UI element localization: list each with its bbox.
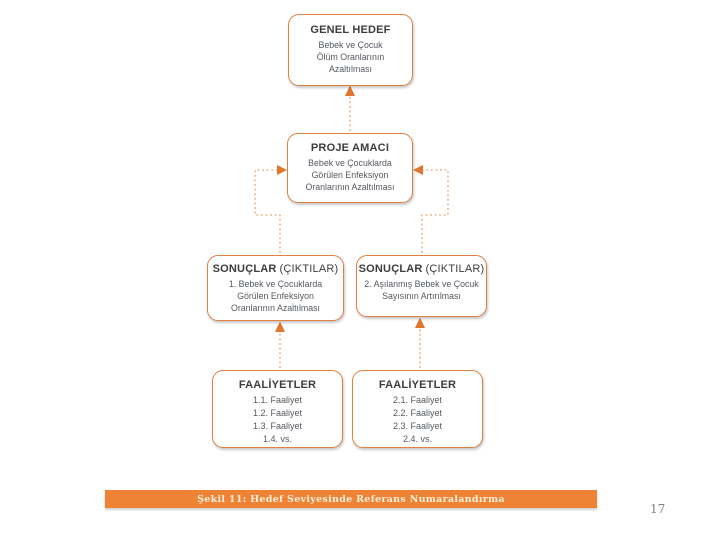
connector-proje-to-genel <box>345 85 355 131</box>
node-body: Bebek ve Çocuklarda Görülen Enfeksiyon O… <box>305 158 395 192</box>
activity-item: 1.4. vs. <box>262 434 292 444</box>
node-title: PROJE AMACI <box>310 142 390 154</box>
activity-item: 1.2. Faaliyet <box>252 408 303 418</box>
figure-caption: Şekil 11: Hedef Seviyesinde Referans Num… <box>197 493 505 505</box>
node-title: GENEL HEDEF <box>310 24 391 36</box>
node-sonuclar-ciktilar-1: SONUÇLAR(ÇIKTILAR) 1. Bebek ve Çocuklard… <box>207 255 344 321</box>
activity-item: 1.1. Faaliyet <box>252 395 303 405</box>
node-faaliyetler-2: FAALİYETLER 2.1. Faaliyet 2.2. Faaliyet … <box>352 370 483 448</box>
arrowhead-up-icon <box>275 321 285 332</box>
node-title: SONUÇLAR(ÇIKTILAR) <box>358 263 485 275</box>
node-faaliyetler-1: FAALİYETLER 1.1. Faaliyet 1.2. Faaliyet … <box>212 370 343 448</box>
arrowhead-up-icon <box>345 85 355 96</box>
node-title: FAALİYETLER <box>378 379 457 391</box>
activity-item: 2.2. Faaliyet <box>392 408 443 418</box>
activity-item: 1.3. Faaliyet <box>252 421 303 431</box>
activity-item: 2.3. Faaliyet <box>392 421 443 431</box>
arrowhead-left-icon <box>413 165 423 175</box>
connector-faaliyetler-right-to-sonuclar <box>415 317 425 368</box>
activity-item: 2.4. vs. <box>402 434 432 444</box>
node-body: 1. Bebek ve Çocuklarda Görülen Enfeksiyo… <box>228 279 323 313</box>
connector-sonuclar-left-to-proje <box>254 165 287 253</box>
arrowhead-up-icon <box>415 317 425 328</box>
node-title: FAALİYETLER <box>238 379 317 391</box>
activity-item: 2.1. Faaliyet <box>392 395 443 405</box>
node-proje-amaci: PROJE AMACI Bebek ve Çocuklarda Görülen … <box>287 133 413 203</box>
activity-list: 1.1. Faaliyet 1.2. Faaliyet 1.3. Faaliye… <box>253 394 302 446</box>
node-genel-hedef: GENEL HEDEF Bebek ve Çocuk Ölüm Oranları… <box>288 14 413 86</box>
node-title: SONUÇLAR(ÇIKTILAR) <box>212 263 339 275</box>
activity-list: 2.1. Faaliyet 2.2. Faaliyet 2.3. Faaliye… <box>393 394 442 446</box>
connector-sonuclar-right-to-proje <box>413 165 449 253</box>
arrowhead-right-icon <box>277 165 287 175</box>
node-sonuclar-ciktilar-2: SONUÇLAR(ÇIKTILAR) 2. Aşılanmış Bebek ve… <box>356 255 487 317</box>
node-body: 2. Aşılanmış Bebek ve Çocuk Sayısının Ar… <box>364 279 479 301</box>
connector-faaliyetler-left-to-sonuclar <box>275 321 285 368</box>
page-number: 17 <box>650 502 666 516</box>
node-body: Bebek ve Çocuk Ölüm Oranlarının Azaltılm… <box>316 40 385 74</box>
figure-caption-bar: Şekil 11: Hedef Seviyesinde Referans Num… <box>105 490 597 508</box>
